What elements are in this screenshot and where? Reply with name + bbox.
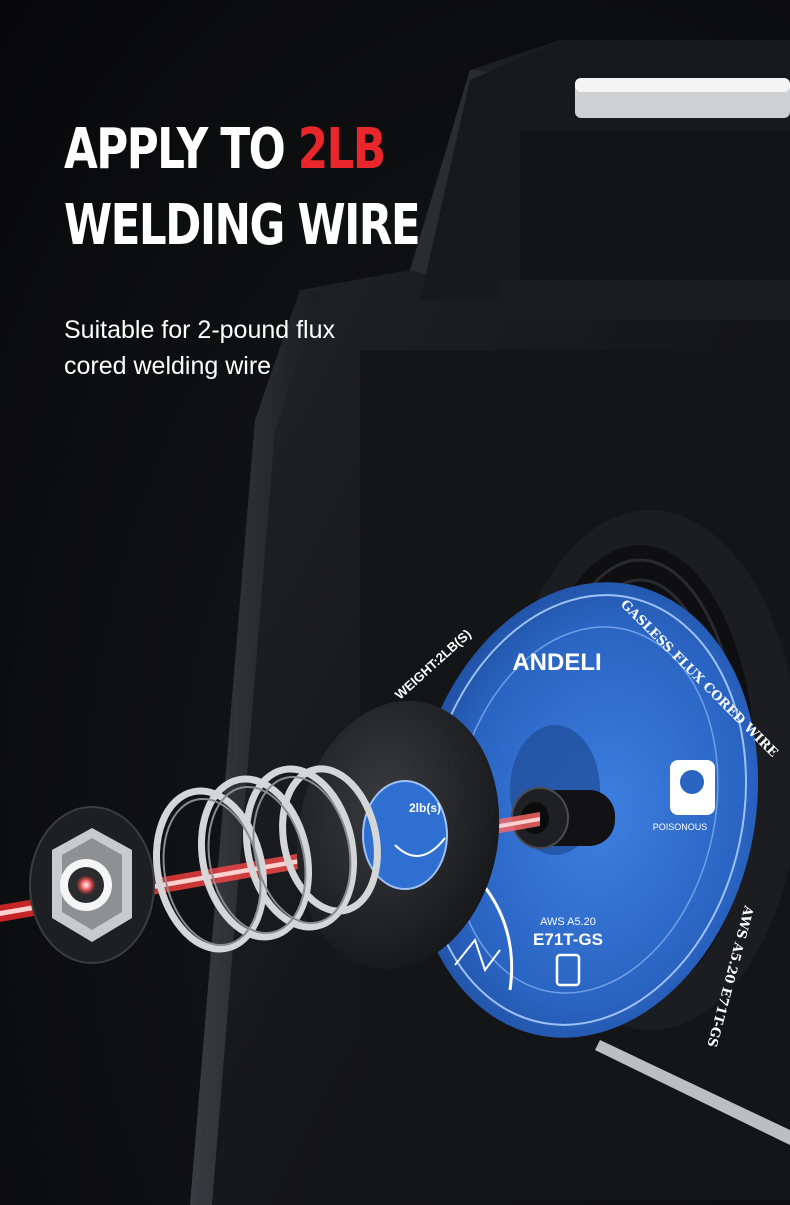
headline: APPLY TO 2LB WELDING WIRE — [64, 112, 421, 264]
spool-standard-small: AWS A5.20 — [540, 916, 596, 928]
compression-spring — [152, 765, 381, 953]
subtitle: Suitable for 2-pound flux cored welding … — [64, 316, 336, 380]
washer-label: 2lb(s) — [409, 801, 441, 815]
headline-line-2: WELDING WIRE — [64, 193, 421, 258]
headline-prefix: APPLY TO — [64, 117, 286, 182]
hex-nut — [29, 806, 155, 964]
headline-accent: 2LB — [297, 117, 386, 182]
headline-line-1: APPLY TO 2LB — [64, 112, 392, 188]
spool-poison-label: POISONOUS — [653, 822, 708, 832]
spool-brand: ANDELI — [512, 649, 601, 676]
spool-classification: E71T-GS — [533, 930, 603, 949]
